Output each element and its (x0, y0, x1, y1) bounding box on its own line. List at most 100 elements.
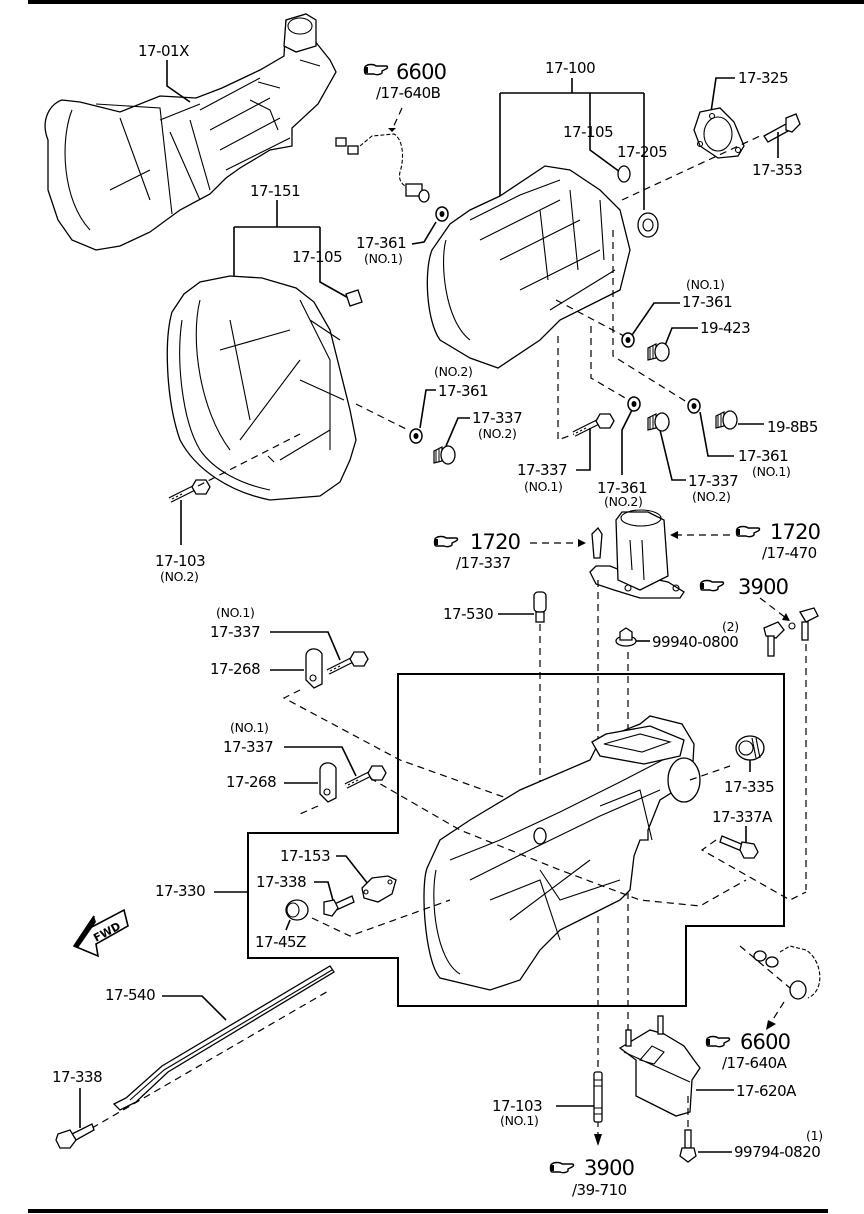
label-17-361-left[interactable]: 17-361 (438, 382, 489, 400)
label-17-205[interactable]: 17-205 (617, 143, 668, 161)
ref-3900-bottom[interactable]: 3900 /39-710 (549, 1156, 635, 1199)
clip-17-268-a-drawing (305, 648, 323, 689)
washer-17-361-left (409, 428, 423, 444)
shift-tower-base-drawing (589, 509, 685, 599)
label-99794-qty: (1) (806, 1128, 823, 1143)
label-17-100[interactable]: 17-100 (545, 59, 596, 77)
label-17-01X[interactable]: 17-01X (138, 42, 190, 60)
plug-19-8B5 (715, 410, 738, 430)
label-17-103-no1[interactable]: 17-103 (492, 1097, 543, 1115)
label-17-353[interactable]: 17-353 (752, 161, 803, 179)
label-17-337-mid-bolt[interactable]: 17-337 (517, 461, 568, 479)
clip-17-268-b-drawing (319, 762, 337, 803)
label-17-337-left[interactable]: 17-337 (472, 409, 523, 427)
main-transmission-case-drawing (423, 715, 701, 991)
label-17-540[interactable]: 17-540 (105, 986, 156, 1004)
pointing-hand-icon (363, 63, 389, 76)
label-17-103-no2-note: (NO.2) (160, 569, 199, 584)
plug-19-423 (647, 342, 670, 362)
label-17-361-mid-note: (NO.2) (604, 494, 643, 509)
ref-3900-top[interactable]: 3900 (699, 575, 789, 599)
pointing-hand-icon (433, 535, 459, 548)
top-border (28, 0, 864, 4)
shift-rod-17-540-drawing (112, 965, 335, 1111)
bolt-17-337A-drawing (719, 835, 759, 859)
speed-sensor-harness-drawing (335, 133, 430, 203)
label-17-268-b[interactable]: 17-268 (226, 773, 277, 791)
pointing-hand-icon (699, 579, 725, 592)
bolt-99794-drawing (679, 1129, 697, 1163)
ref-part-number: /17-337 (456, 554, 511, 572)
label-17-153[interactable]: 17-153 (280, 847, 331, 865)
ref-group-number: 6600 (740, 1030, 790, 1054)
label-17-325[interactable]: 17-325 (738, 69, 789, 87)
nut-99940-drawing (615, 627, 637, 647)
label-17-338-inner[interactable]: 17-338 (256, 873, 307, 891)
label-17-103-no1-note: (NO.1) (500, 1113, 539, 1128)
ref-6600-b[interactable]: 6600 /17-640B (363, 60, 447, 102)
label-99940-0800[interactable]: 99940-0800 (652, 633, 739, 651)
label-17-337-mid[interactable]: 17-337 (688, 472, 739, 490)
plate-17-153-drawing (361, 875, 397, 903)
label-17-361-top[interactable]: 17-361 (356, 234, 407, 252)
label-17-337-clip-a[interactable]: 17-337 (210, 623, 261, 641)
label-17-103-no2[interactable]: 17-103 (155, 552, 206, 570)
label-17-361-r1[interactable]: 17-361 (682, 293, 733, 311)
label-17-268-a[interactable]: 17-268 (210, 660, 261, 678)
label-19-8B5[interactable]: 19-8B5 (767, 418, 818, 436)
ref-6600-a[interactable]: 6600 /17-640A (705, 1030, 791, 1072)
pointing-hand-icon (549, 1161, 575, 1174)
sensor-connector-drawing (763, 607, 819, 657)
label-17-361-left-note: (NO.2) (434, 364, 473, 379)
label-17-45Z[interactable]: 17-45Z (255, 933, 307, 951)
bottom-border (28, 1209, 828, 1213)
ref-group-number: 3900 (584, 1156, 634, 1180)
washer-17-361-mid (627, 396, 641, 412)
label-17-361-mid[interactable]: 17-361 (597, 479, 648, 497)
bolt-17-338-drawing (55, 1123, 95, 1149)
pointing-hand-icon (705, 1035, 731, 1048)
switch-17-530-drawing (533, 591, 547, 623)
label-17-620A[interactable]: 17-620A (736, 1082, 798, 1100)
label-19-423[interactable]: 19-423 (700, 319, 751, 337)
label-17-330[interactable]: 17-330 (155, 882, 206, 900)
ref-1720-left[interactable]: 1720 /17-337 (433, 530, 521, 572)
ref-group-number: 1720 (470, 530, 520, 554)
label-17-530[interactable]: 17-530 (443, 605, 494, 623)
bushing-17-335-drawing (735, 735, 765, 761)
ref-part-number: /39-710 (572, 1181, 627, 1199)
label-17-337-mid-bolt-note: (NO.1) (524, 479, 563, 494)
label-17-337-clip-b[interactable]: 17-337 (223, 738, 274, 756)
label-17-337-left-note: (NO.2) (478, 426, 517, 441)
cover-gasket-drawing (693, 107, 745, 159)
fwd-arrow-icon: FWD (72, 908, 129, 958)
ref-part-number: /17-640B (376, 84, 441, 102)
label-99794-0820[interactable]: 99794-0820 (734, 1143, 821, 1161)
label-17-337A[interactable]: 17-337A (712, 808, 774, 826)
bolt-17-337-clip-a (328, 652, 368, 672)
ref-group-number: 3900 (738, 575, 788, 599)
ref-group-number: 1720 (770, 520, 820, 544)
washer-17-361-r2 (687, 398, 701, 414)
main-case-bracket (247, 673, 785, 1007)
ref-1720-right[interactable]: 1720 /17-470 (735, 520, 821, 562)
stud-17-103-drawing (593, 1071, 603, 1123)
bolt-17-337-mid (574, 414, 614, 434)
clutch-housing-drawing (166, 275, 363, 501)
ref-part-number: /17-470 (762, 544, 817, 562)
seal-17-45Z-drawing (285, 899, 309, 921)
label-17-151[interactable]: 17-151 (250, 182, 301, 200)
extension-housing-drawing (426, 165, 659, 369)
label-17-335[interactable]: 17-335 (724, 778, 775, 796)
mount-17-620A-drawing (618, 1015, 701, 1117)
plug-17-337-mid (647, 412, 670, 432)
label-17-361-r2[interactable]: 17-361 (738, 447, 789, 465)
label-17-361-r2-note: (NO.1) (752, 464, 791, 479)
label-17-105-ext[interactable]: 17-105 (563, 123, 614, 141)
speed-sensor-harness-a-drawing (753, 945, 821, 1000)
label-17-105-ch[interactable]: 17-105 (292, 248, 343, 266)
label-17-338[interactable]: 17-338 (52, 1068, 103, 1086)
label-17-337-mid-note: (NO.2) (692, 489, 731, 504)
label-17-361-r1-note: (NO.1) (686, 277, 725, 292)
